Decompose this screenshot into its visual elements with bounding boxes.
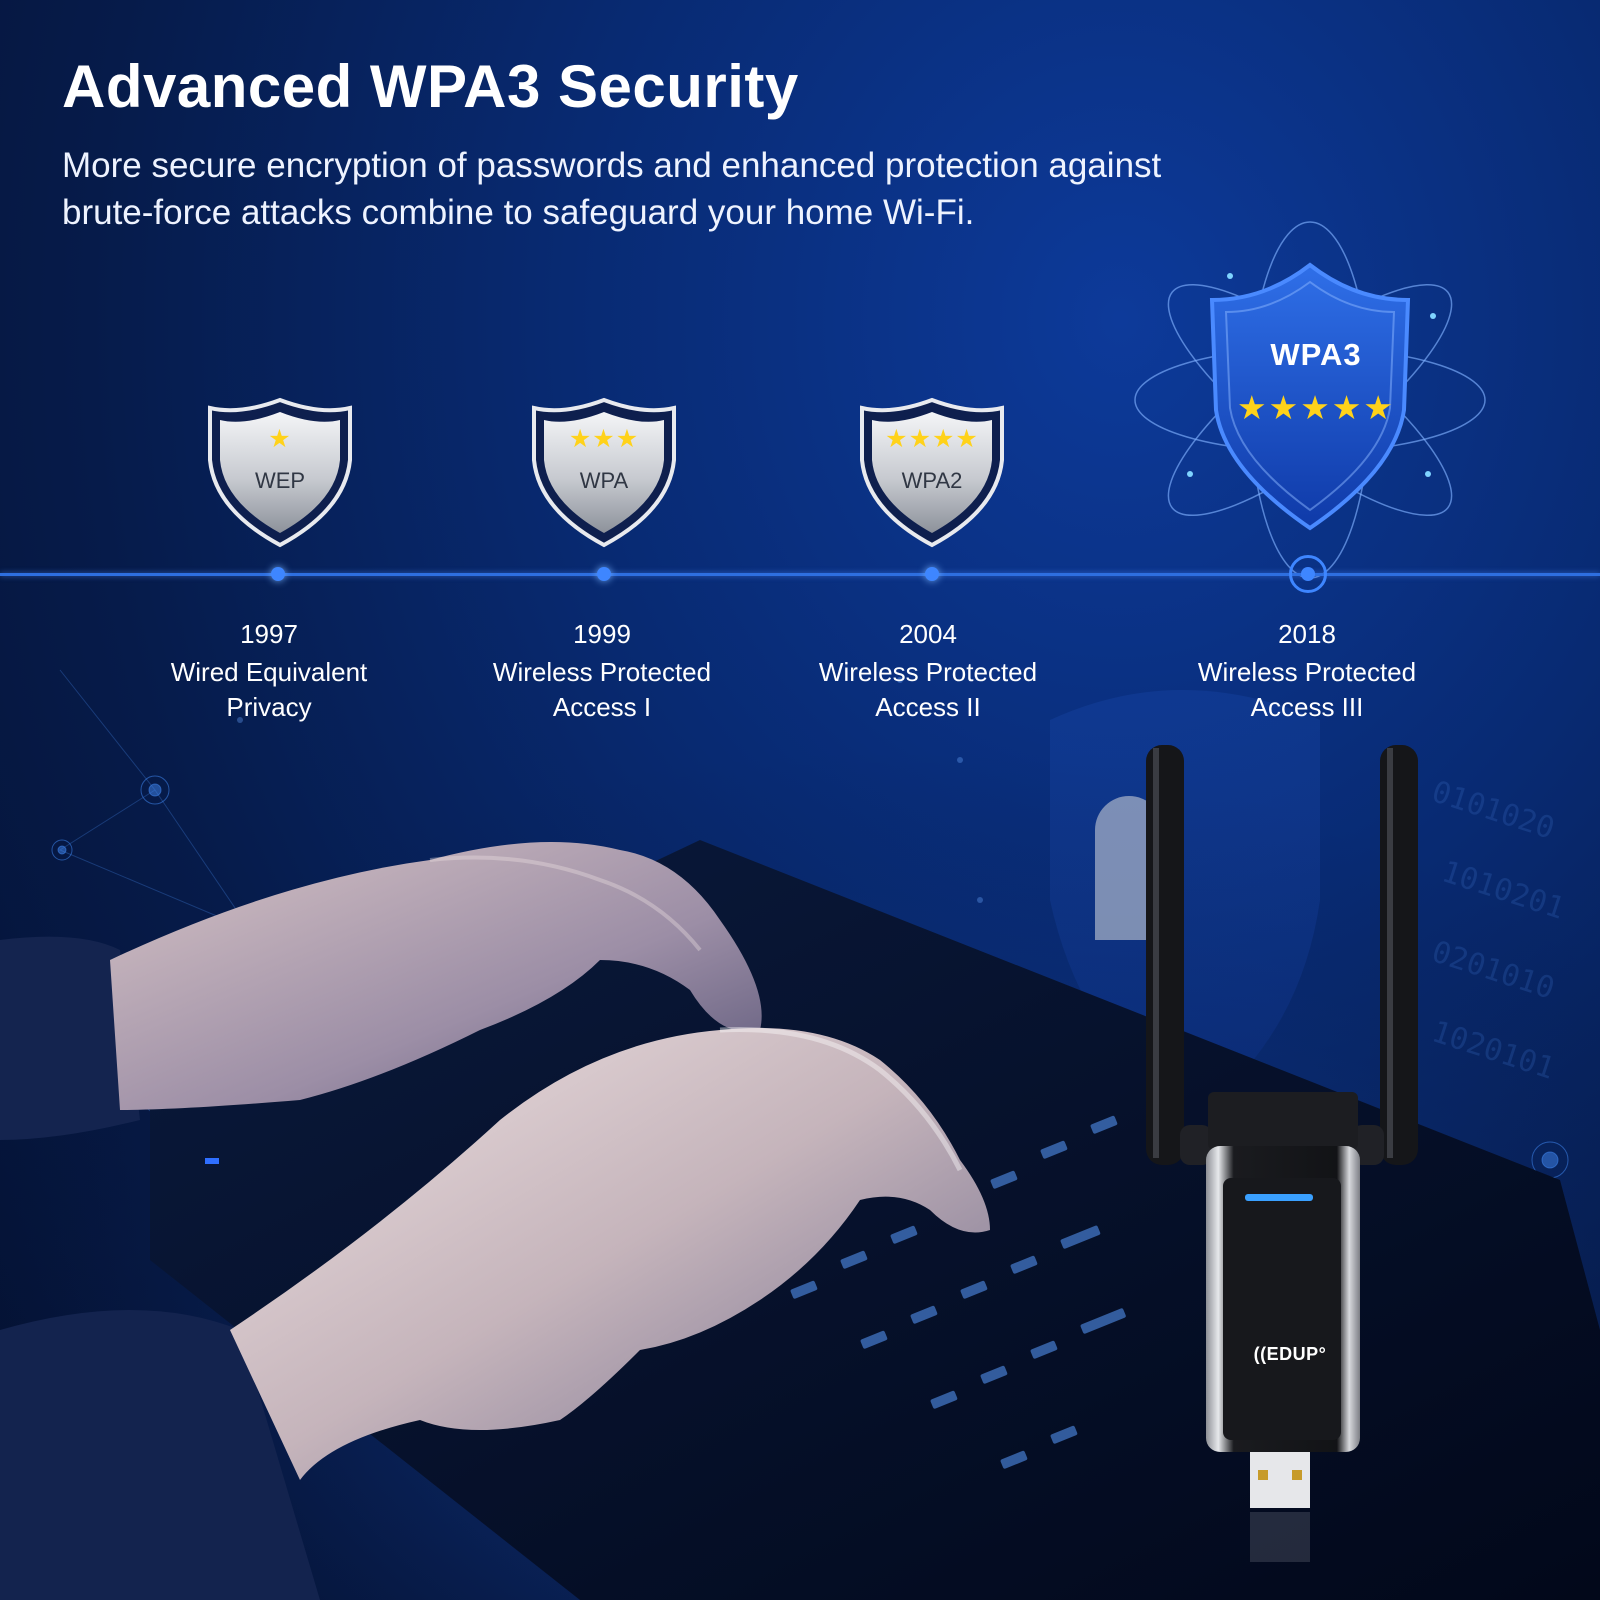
timeline-node-wpa3 — [1289, 555, 1327, 593]
timeline-caption-wep: 1997 Wired Equivalent Privacy — [129, 617, 409, 725]
caption-name: Wired Equivalent Privacy — [170, 657, 368, 722]
edup-logo: ((EDUP° — [1253, 1344, 1327, 1364]
wpa2-shield-label: WPA2 — [901, 468, 963, 493]
page-title: Advanced WPA3 Security — [62, 53, 799, 120]
wep-rating-stars: ★ — [268, 425, 292, 453]
wpa2-rating-stars: ★★★★ — [885, 425, 979, 453]
timeline-line — [0, 573, 1600, 576]
timeline-node-wpa — [597, 567, 611, 581]
timeline-node-wpa2 — [925, 567, 939, 581]
caption-year: 1999 — [573, 619, 631, 649]
wpa-shield-icon: ★★★ WPA — [534, 400, 674, 550]
wpa3-shield-label: WPA3 — [1270, 337, 1362, 372]
timeline-caption-wpa2: 2004 Wireless Protected Access II — [788, 617, 1068, 725]
caption-year: 2018 — [1278, 619, 1336, 649]
timeline-node-wep — [271, 567, 285, 581]
wpa-rating-stars: ★★★ — [568, 425, 640, 453]
caption-year: 1997 — [240, 619, 298, 649]
caption-year: 2004 — [899, 619, 957, 649]
timeline-caption-wpa: 1999 Wireless Protected Access I — [462, 617, 742, 725]
page-subtitle: More secure encryption of passwords and … — [62, 146, 1162, 232]
wep-shield-icon: ★ WEP — [210, 400, 350, 550]
wpa-shield-label: WPA — [579, 468, 629, 493]
wpa2-shield-icon: ★★★★ WPA2 — [862, 400, 1002, 550]
wpa3-rating-stars: ★★★★★ — [1237, 389, 1395, 426]
caption-name: Wireless Protected Access I — [492, 657, 712, 722]
caption-name: Wireless Protected Access II — [818, 657, 1038, 722]
timeline-caption-wpa3: 2018 Wireless Protected Access III — [1167, 617, 1447, 725]
caption-name: Wireless Protected Access III — [1197, 657, 1417, 722]
wep-shield-label: WEP — [254, 468, 306, 493]
